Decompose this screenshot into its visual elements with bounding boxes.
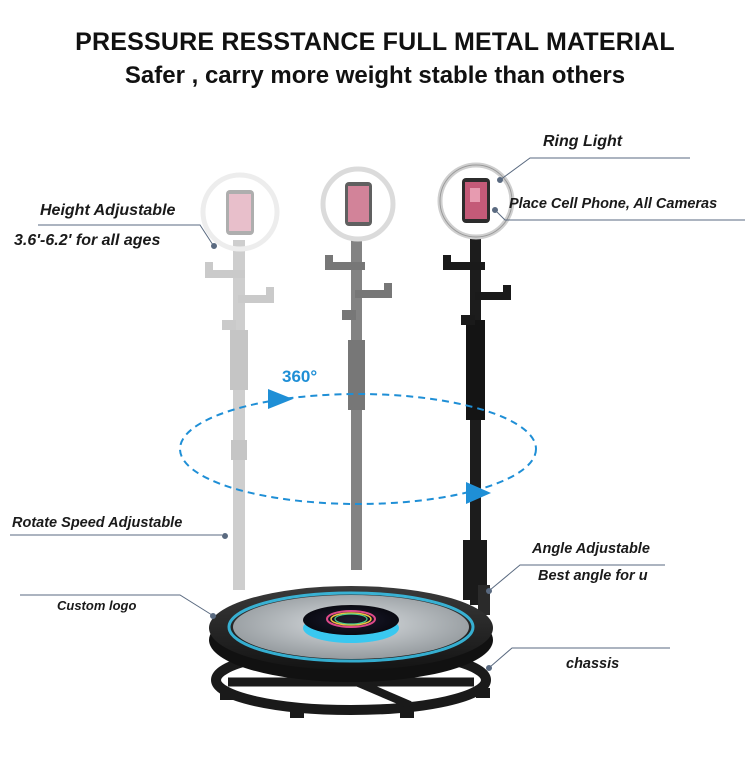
callout-custom-logo: Custom logo (57, 598, 137, 613)
rotation-arrow-lower (466, 482, 491, 504)
callout-best-angle: Best angle for u (538, 568, 648, 584)
rotation-degrees: 360° (282, 367, 318, 386)
rotation-arrow-upper (268, 389, 293, 409)
callout-rotate-speed: Rotate Speed Adjustable (12, 515, 183, 531)
callout-height-adjustable: Height Adjustable (40, 202, 176, 219)
callout-ring-light: Ring Light (543, 133, 623, 150)
rotation-path (179, 393, 537, 505)
callout-place-phone: Place Cell Phone, All Cameras (509, 196, 718, 212)
arm-position-middle (320, 166, 396, 570)
arm-position-low (437, 162, 515, 615)
headline-line-1: PRESSURE RESSTANCE FULL METAL MATERIAL (75, 28, 675, 56)
headline-line-2: Safer , carry more weight stable than ot… (124, 62, 626, 89)
callout-leaders (10, 157, 745, 671)
callout-chassis: chassis (566, 656, 620, 672)
callout-height-range: 3.6'-6.2' for all ages (14, 232, 161, 249)
arm-position-high (200, 172, 280, 590)
callout-angle-adjustable: Angle Adjustable (532, 541, 650, 557)
custom-logo-disc (303, 605, 399, 643)
